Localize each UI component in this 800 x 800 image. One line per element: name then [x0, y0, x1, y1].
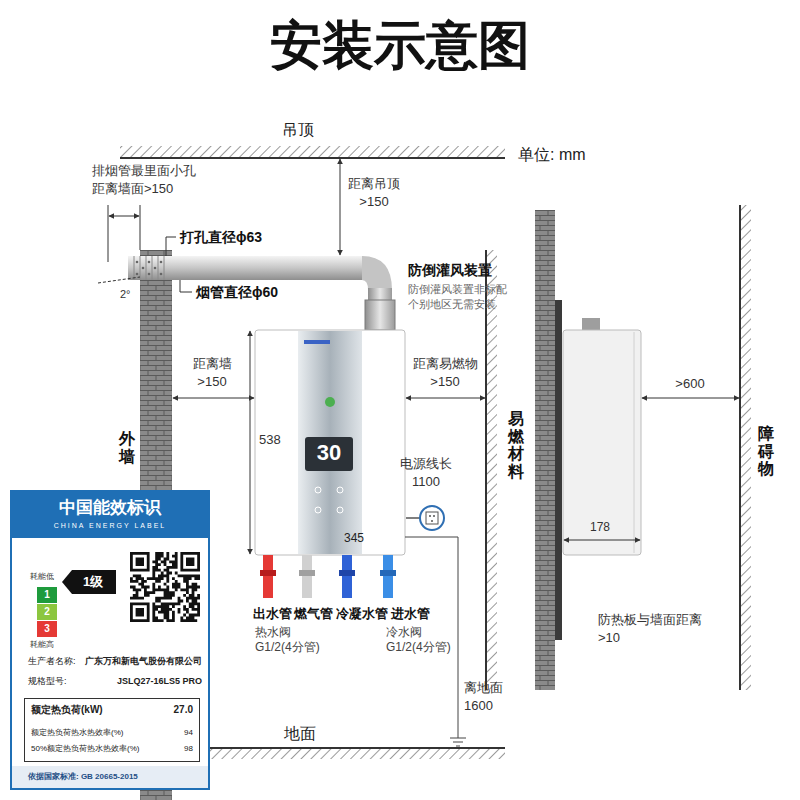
text-label: 防倒灌风装置非标配	[408, 283, 507, 296]
text-label: >10	[598, 630, 620, 646]
node-text: 27.0	[174, 704, 193, 716]
text-label: 离地面	[464, 680, 503, 696]
text-label: >600	[675, 376, 704, 392]
node-text: 50%额定热负荷热水热效率(%)	[31, 744, 139, 754]
text-label: 距离吊顶	[348, 176, 400, 192]
grade-bar: 2	[37, 604, 57, 620]
text-label: 燃气管	[294, 606, 333, 622]
text-label: JSLQ27-16LS5 PRO	[117, 676, 202, 687]
text-label: G1/2(4分管)	[255, 640, 320, 654]
qr-modules	[130, 552, 200, 622]
text-label: 防热板与墙面距离	[598, 612, 702, 628]
diagram-title: 安装示意图	[270, 14, 530, 76]
text-label: 1100	[412, 474, 440, 490]
rating-table: 额定热负荷(kW) 27.0 额定热负荷热水热效率(%) 94 50%额定热负荷热水热效…	[24, 698, 200, 762]
text-label: >150	[197, 374, 226, 390]
text-label: 178	[590, 520, 610, 534]
text-label: 30	[317, 440, 341, 466]
text-label: 地面	[284, 724, 316, 743]
text-label: 1600	[464, 698, 493, 714]
vertical-label: 外墙	[119, 430, 135, 465]
text-label: 2°	[120, 288, 131, 301]
text-label: 出水管	[253, 606, 292, 622]
text-label: 排烟管最里面小孔	[92, 163, 196, 179]
text-label: 进水管	[391, 606, 430, 622]
ground	[205, 748, 505, 759]
text-label: >150	[359, 194, 388, 210]
text-label: 距离易燃物	[413, 356, 478, 372]
node-text: CHINA ENERGY LABEL	[54, 522, 167, 530]
badge-arrow-shape	[62, 570, 116, 594]
node-text: 中国能效标识	[59, 498, 161, 518]
ceiling	[120, 146, 505, 158]
text-label: 个别地区无需安装	[408, 298, 496, 311]
text-label: 规格型号:	[28, 676, 67, 687]
node-label: 3	[44, 623, 50, 635]
text-label: 烟管直径ϕ60	[196, 284, 278, 301]
text-label: 热水阀	[255, 625, 291, 639]
node-text: 94	[184, 728, 193, 738]
text-label: 广东万和新电气股份有限公司	[85, 656, 202, 667]
text-label: 单位: mm	[518, 145, 586, 164]
pipes	[260, 555, 396, 598]
node-label: 1级	[83, 574, 103, 590]
vertical-label: 障碍物	[758, 425, 774, 478]
grade-badge: 1级	[62, 570, 116, 594]
node-label: 2	[44, 606, 50, 618]
node-text: 额定热负荷(kW)	[31, 704, 103, 716]
text-label: 依据国家标准: GB 20665-2015	[28, 772, 138, 782]
text-label: 耗能低	[30, 572, 54, 582]
text-label: 生产者名称:	[28, 656, 76, 667]
grade-bar: 1	[37, 587, 57, 603]
text-label: 打孔直径ϕ63	[180, 229, 262, 246]
qr-code	[130, 552, 200, 622]
node-label: 1	[44, 589, 50, 601]
flammable-wall	[486, 250, 497, 690]
right-wall	[535, 210, 562, 690]
node-text: 98	[184, 744, 193, 754]
grade-bar: 3	[37, 621, 57, 637]
text-label: 距离墙面>150	[92, 181, 173, 197]
vertical-label: 易燃材料	[508, 410, 524, 480]
text-label: 吊顶	[282, 120, 314, 139]
side-heater	[563, 318, 641, 555]
text-label: 538	[259, 432, 281, 448]
text-label: 345	[344, 531, 364, 545]
text-label: 冷水阀	[386, 625, 422, 639]
text-label: 距离墙	[193, 356, 232, 372]
obstacle-wall	[740, 205, 751, 690]
text-label: >150	[430, 374, 459, 390]
text-label: 电源线长	[400, 456, 452, 472]
text-label: 防倒灌风装置	[408, 262, 492, 279]
node-text: 额定热负荷热水热效率(%)	[31, 728, 123, 738]
text-label: 冷凝水管	[336, 606, 388, 622]
text-label: G1/2(4分管)	[386, 640, 451, 654]
text-label: 耗能高	[30, 640, 54, 650]
flue-pipe	[128, 256, 395, 330]
water-heater	[255, 330, 405, 555]
